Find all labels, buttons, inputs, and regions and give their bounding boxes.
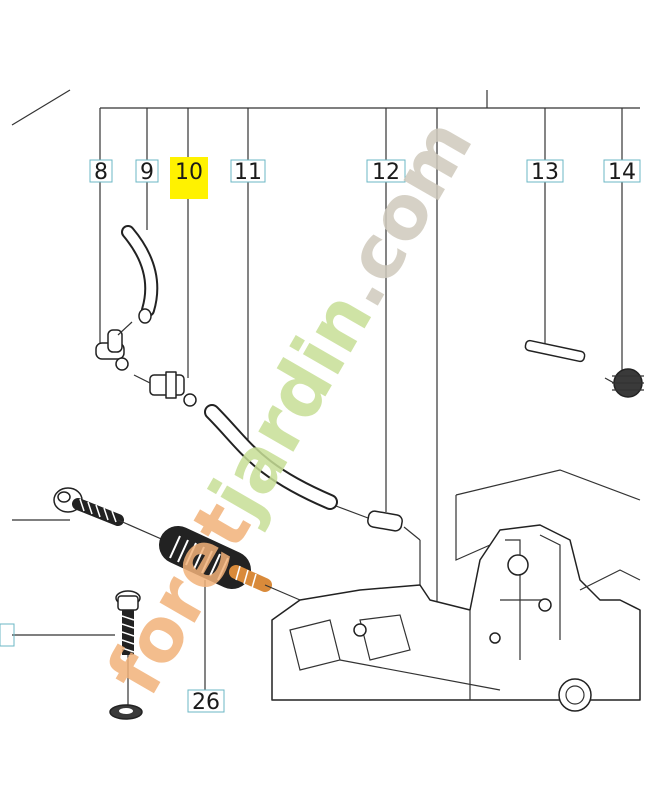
callout-26-box [187, 689, 225, 713]
callout-10[interactable]: 10 [175, 160, 203, 185]
callout-partial-left-box [0, 623, 15, 647]
callout-11[interactable]: 11 [234, 160, 262, 185]
callout-14[interactable]: 14 [608, 160, 636, 185]
watermark-part-c: .com [315, 105, 489, 321]
part-bolt-washer[interactable] [109, 590, 143, 720]
part-spring-26[interactable] [159, 526, 301, 601]
callout-10-highlight [170, 157, 208, 199]
callout-9-box [135, 159, 159, 183]
callout-13[interactable]: 13 [531, 160, 559, 185]
callout-14-box [603, 159, 641, 183]
part-elbow-fitting[interactable] [95, 321, 133, 371]
watermark-part-b: jardin [192, 278, 389, 534]
part-connector[interactable] [133, 371, 197, 407]
part-hose-tube[interactable] [204, 404, 338, 510]
callout-26[interactable]: 26 [192, 690, 220, 715]
part-pin[interactable] [524, 339, 586, 363]
part-spring-right[interactable] [604, 368, 644, 398]
callout-9[interactable]: 9 [140, 160, 154, 185]
part-fuel-hose[interactable] [121, 225, 159, 324]
part-housing[interactable] [271, 469, 641, 712]
callout-12[interactable]: 12 [372, 160, 400, 185]
callout-8-box [89, 159, 113, 183]
callout-13-box [526, 159, 564, 183]
callout-8[interactable]: 8 [94, 160, 108, 185]
callout-12-box [366, 159, 406, 183]
part-screw[interactable] [53, 487, 176, 546]
callout-11-box [230, 159, 266, 183]
callout-labels: 8 9 10 11 12 13 14 26 [0, 157, 641, 715]
